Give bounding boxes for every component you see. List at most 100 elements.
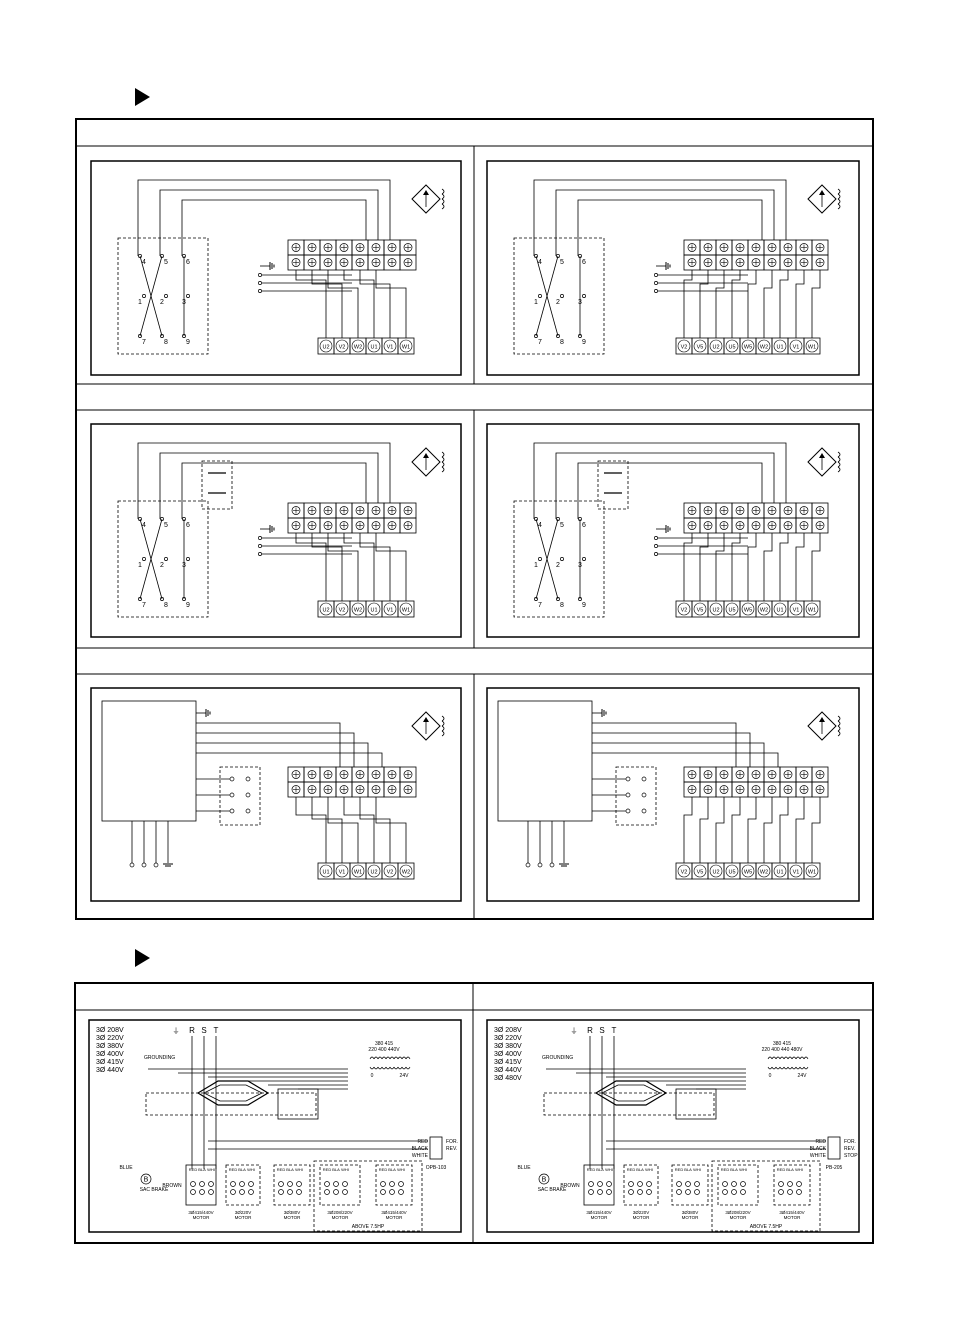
lead-wire (683, 270, 693, 338)
lead-ring (709, 864, 723, 878)
coil-loop (441, 730, 445, 737)
motor-terminal (731, 1189, 737, 1195)
lead-wire (375, 533, 407, 601)
lead-wire (731, 533, 741, 601)
supply-node (537, 862, 543, 868)
motor-word: MOTOR (193, 1215, 210, 1220)
brake-label: SAC BRAKE (538, 1187, 567, 1193)
transformer-coil (803, 1066, 809, 1070)
motor-terminal (628, 1181, 634, 1187)
switch-block (615, 766, 657, 826)
switch-node (245, 776, 251, 782)
node-label-2: 2 (160, 299, 164, 306)
transformer-coil (779, 1056, 785, 1060)
transformer-coil (397, 1056, 403, 1060)
motor-lead-WHITE: WHI (247, 1167, 255, 1172)
lead-label-V2: V2 (681, 608, 688, 614)
voltage-label: 3Ø 440V (494, 1067, 522, 1074)
motor-box (623, 1164, 659, 1206)
lead-wire (311, 797, 343, 863)
interlock (594, 1080, 668, 1106)
contactor-row (543, 1092, 715, 1116)
motor-lead-RED: RED (777, 1167, 786, 1172)
motor-voltage: 3Ø208/220V (327, 1210, 352, 1215)
coil-loop (441, 720, 445, 727)
motor-terminal (606, 1181, 612, 1187)
transformer-coil (373, 1056, 379, 1060)
lead-wire (795, 270, 805, 338)
lead-wire (715, 797, 725, 863)
brown-label: BROWN (560, 1183, 580, 1189)
lead-wire (811, 533, 821, 601)
transformer-coil (791, 1056, 797, 1060)
lead-ring (741, 602, 755, 616)
lead-wire (779, 270, 789, 338)
supply-node (141, 862, 147, 868)
winding-wire (533, 442, 787, 519)
node-label-1: 1 (138, 299, 142, 306)
node-label-7: 7 (142, 602, 146, 609)
motor-word: MOTOR (591, 1215, 608, 1220)
lead-ring (773, 339, 787, 353)
lead-wire (747, 533, 757, 601)
panel-border (90, 687, 462, 902)
motor-terminal (637, 1181, 643, 1187)
lead-ring (789, 602, 803, 616)
node-label-8: 8 (560, 602, 564, 609)
transformer-coil (787, 1056, 793, 1060)
lead-wire (295, 797, 327, 863)
node-label-1: 1 (138, 562, 142, 569)
node-label-9: 9 (582, 602, 586, 609)
transformer-mid: 220 400 440 480V (762, 1047, 804, 1053)
motor-voltage: 3Ø415/440V (381, 1210, 406, 1215)
diagram-panel-4: 456123789V2V5U2U5W5W2U1V1W1 (486, 423, 860, 638)
motor-word: MOTOR (633, 1215, 650, 1220)
transformer-coil (369, 1066, 375, 1070)
node-label-2: 2 (556, 299, 560, 306)
coil-loop (441, 198, 445, 205)
pendant-model: PB-205 (826, 1165, 843, 1171)
lead-label-W1: W1 (808, 345, 816, 351)
section-arrow-2 (135, 949, 150, 967)
lead-wire (747, 270, 757, 338)
terminal-cell (399, 254, 417, 271)
node-label-4: 4 (538, 522, 542, 529)
lead-label-W2: W2 (760, 345, 768, 351)
panel-border (90, 423, 462, 638)
node-2 (560, 557, 564, 561)
transformer-coil (783, 1056, 789, 1060)
motor-lead-RED: RED (587, 1167, 596, 1172)
motor-box (319, 1164, 361, 1206)
lead-label-U1: U1 (322, 870, 329, 876)
transformer-coil (775, 1066, 781, 1070)
lead-label-W2: W2 (760, 870, 768, 876)
motor-lead-RED: RED (229, 1167, 238, 1172)
motor-terminal (796, 1189, 802, 1195)
lead-wire (811, 270, 821, 338)
switch-node (641, 776, 647, 782)
lead-label-V2: V2 (681, 870, 688, 876)
winding-box (513, 500, 605, 618)
motor-lead-RED: RED (721, 1167, 730, 1172)
lead-wire (763, 270, 773, 338)
transformer-coil (795, 1056, 801, 1060)
lead-label-U2: U2 (322, 345, 329, 351)
motor-terminal (230, 1181, 236, 1187)
lead-label-W5: W5 (744, 870, 752, 876)
motor-terminal (398, 1189, 404, 1195)
motor-lead-BLACK: BLA (636, 1167, 644, 1172)
transformer-coil (381, 1056, 387, 1060)
lead-label-U2: U2 (370, 870, 377, 876)
switch-node (641, 808, 647, 814)
node-label-8: 8 (164, 602, 168, 609)
transformer-coil (791, 1066, 797, 1070)
motor-lead-BLACK: BLA (684, 1167, 692, 1172)
motor-lead-BLACK: BLA (332, 1167, 340, 1172)
transformer-coil (369, 1056, 375, 1060)
motor-voltage: 3Ø208/220V (725, 1210, 750, 1215)
ground-mark: ⏚ (571, 1027, 578, 1035)
motor-terminal (398, 1181, 404, 1187)
lead-label-U1: U1 (370, 608, 377, 614)
input-node (654, 281, 658, 285)
